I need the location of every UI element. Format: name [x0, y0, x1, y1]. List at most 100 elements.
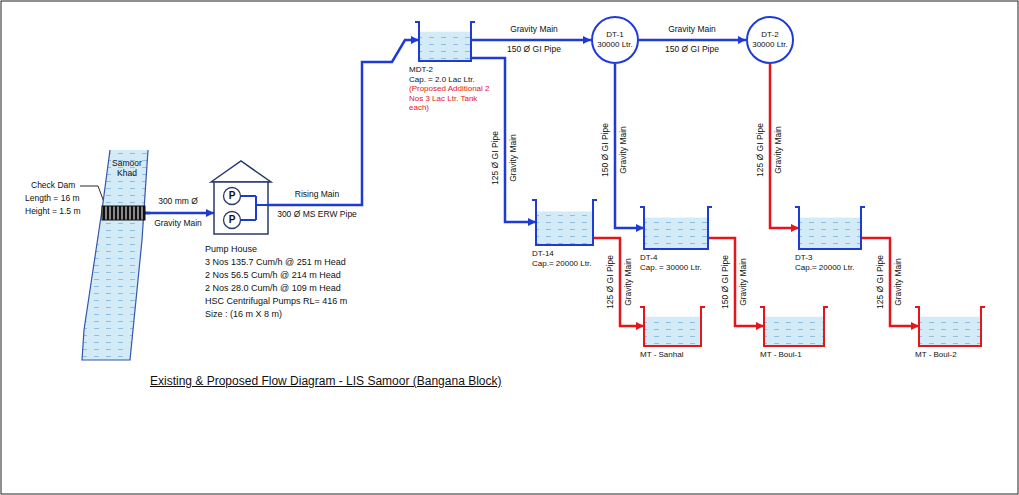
node-title: P: [229, 190, 236, 202]
dam-note: Check Dam: [30, 181, 76, 191]
tank-water: [799, 218, 861, 249]
tank-wall: [795, 207, 865, 249]
pipe-connector: [861, 238, 919, 326]
tank-water: [536, 211, 593, 245]
pipe-label: Gravity Main: [894, 257, 904, 307]
pump-symbol: P: [223, 211, 241, 229]
pipe-connector: [593, 238, 644, 326]
node-title: MT - Boul-1: [760, 350, 802, 360]
pump-symbol: P: [223, 187, 241, 205]
pipe-label: Rising Main: [294, 190, 340, 200]
pipe-label: Gravity Main: [509, 133, 519, 183]
node-title: DT-4: [640, 253, 702, 263]
tank-circle: [592, 17, 638, 63]
pump-house: PPPump House3 Nos 135.7 Cum/h @ 251 m He…: [210, 160, 272, 235]
pipe-label: Gravity Main: [619, 125, 629, 175]
pump-circle: [224, 188, 241, 205]
tank-outline: [915, 305, 985, 347]
storage-tank: MDT-2Cap. = 2.0 Lac Ltr.(Proposed Additi…: [415, 20, 475, 62]
pipe-connector: [615, 64, 644, 228]
distribution-tank: DT-130000 Ltr.: [591, 16, 639, 64]
node-title: DT-3: [795, 253, 854, 263]
main-tank: MT - Boul-2: [915, 305, 985, 347]
node-note: (Proposed Additional 2 Nos 3 Lac Ltr. Ta…: [409, 84, 499, 113]
tank-wall: [915, 307, 985, 346]
house-wall: [214, 182, 268, 234]
distribution-tank: DT-230000 Ltr.: [746, 16, 794, 64]
node-title: DT-1: [606, 30, 623, 40]
node-note: Cap.= 20000 Ltr.: [532, 259, 591, 269]
pipe-connector: [639, 39, 746, 42]
stream-bed: [82, 150, 148, 360]
tank-water: [764, 317, 824, 346]
diagram-title: Existing & Proposed Flow Diagram - LIS S…: [150, 374, 502, 388]
pipe-label: Gravity Main: [153, 219, 203, 229]
main-tank: MT - Sanhal: [640, 305, 705, 347]
node-title: DT-14: [532, 249, 591, 259]
pump-piping: [241, 196, 272, 220]
leader-line: [80, 186, 104, 202]
pipe-label: Gravity Main: [774, 125, 784, 175]
node-note: Cap. = 2.0 Lac Ltr.: [409, 75, 499, 85]
tank-water: [644, 317, 701, 346]
tank-outline: [760, 305, 828, 347]
tank-water: [919, 317, 981, 346]
tank-outline: [795, 205, 865, 250]
tank-wall: [760, 307, 828, 346]
tank-wall: [640, 207, 712, 249]
node-note: HSC Centrifugal Pumps RL= 416 m: [205, 295, 347, 308]
tank-circle: [747, 17, 793, 63]
pipe-size: 150 Ø GI Pipe: [664, 45, 720, 55]
text-group: Samoor Khad: [108, 158, 146, 178]
pipe-label: Gravity Main: [739, 257, 749, 307]
node-note: 30000 Ltr.: [597, 40, 633, 50]
text-group: P: [223, 211, 241, 229]
text-group: MT - Sanhal: [640, 350, 683, 360]
text-group: MT - Boul-2: [915, 350, 957, 360]
text-group: DT-130000 Ltr.: [591, 16, 639, 64]
text-group: DT-4Cap. = 30000 Ltr.: [640, 253, 702, 272]
pump-circle: [224, 212, 241, 229]
pipe-size: 300 Ø MS ERW Pipe: [276, 210, 358, 220]
tank-wall: [415, 22, 475, 61]
stream-khad: Samoor Khad: [80, 150, 150, 360]
pipe-connector: [770, 64, 799, 228]
node-title: MT - Boul-2: [915, 350, 957, 360]
pipe-label: Gravity Main: [509, 25, 559, 35]
tank-outline: [640, 305, 705, 347]
node-title: MDT-2: [409, 65, 499, 75]
tank-wall: [532, 200, 597, 245]
text-group: P: [223, 187, 241, 205]
pipe-size: 125 Ø GI Pipe: [876, 254, 886, 310]
tank-outline: [415, 20, 475, 62]
node-note: 2 Nos 56.5 Cum/h @ 214 m Head: [205, 269, 347, 282]
dam-note: Height = 1.5 m: [24, 207, 82, 217]
pipe-connector: [268, 40, 419, 205]
tank-water: [419, 32, 471, 61]
node-note: 30000 Ltr.: [752, 40, 788, 50]
tank-water: [644, 218, 708, 249]
main-tank: MT - Boul-1: [760, 305, 828, 347]
node-note: 3 Nos 135.7 Cum/h @ 251 m Head: [205, 256, 347, 269]
pipe-size: 125 Ø GI Pipe: [756, 122, 766, 178]
node-note: Cap.= 20000 Ltr.: [795, 263, 854, 273]
pipe-connector: [471, 58, 536, 222]
pipe-size: 150 Ø GI Pipe: [721, 254, 731, 310]
text-group: DT-3Cap.= 20000 Ltr.: [795, 253, 854, 272]
node-title: DT-2: [761, 30, 778, 40]
dam-note: Length = 16 m: [24, 194, 81, 204]
pipe-size: 125 Ø GI Pipe: [606, 254, 616, 310]
storage-tank: DT-14Cap.= 20000 Ltr.: [532, 198, 597, 246]
stream-outline: [80, 150, 150, 360]
pipe-connector: [150, 212, 214, 215]
text-group: Pump House3 Nos 135.7 Cum/h @ 251 m Head…: [205, 243, 347, 321]
tank-outline: [640, 205, 712, 250]
tank-wall: [640, 307, 705, 346]
text-group: DT-14Cap.= 20000 Ltr.: [532, 249, 591, 268]
node-title: Pump House: [205, 243, 347, 256]
node-note: 2 Nos 28.0 Cum/h @ 109 m Head: [205, 282, 347, 295]
